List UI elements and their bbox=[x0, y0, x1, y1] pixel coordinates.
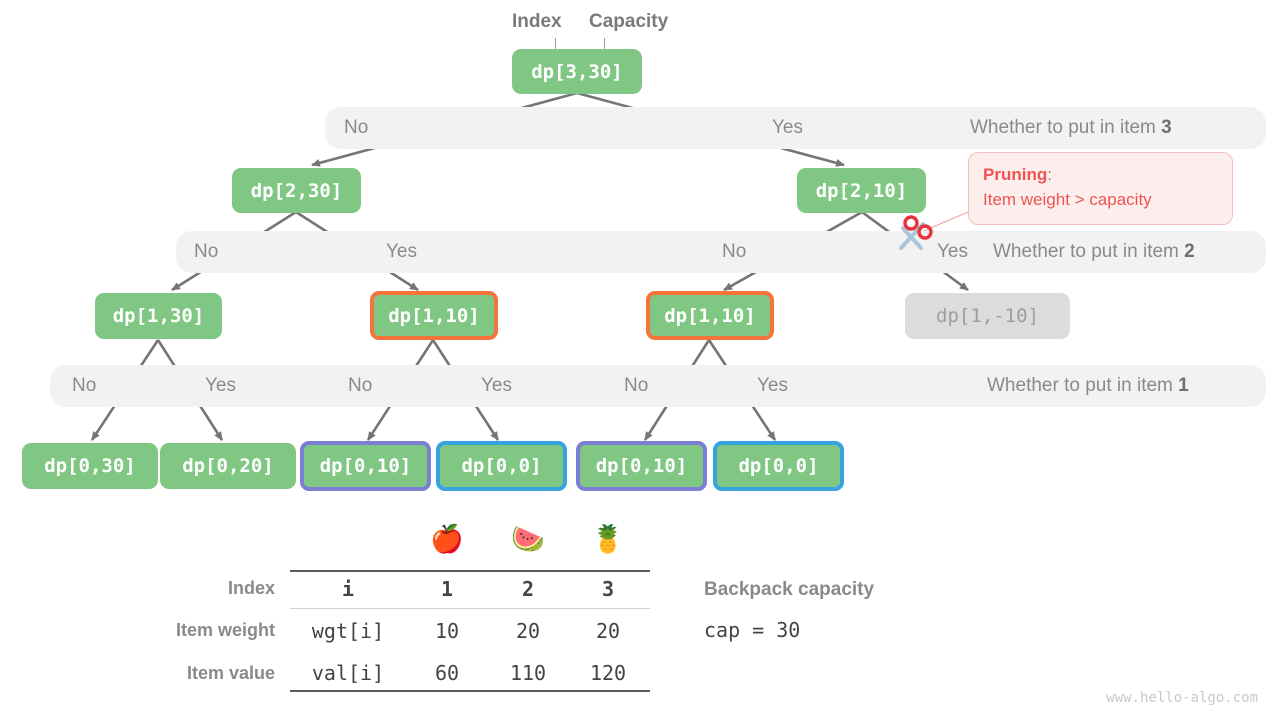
cell-name-wgt: wgt[i] bbox=[311, 619, 385, 643]
level-bar-item3 bbox=[325, 107, 1266, 149]
callout-index: Index bbox=[512, 11, 562, 32]
node-dp-1-neg10-pruned: dp[1,-10] bbox=[905, 293, 1070, 339]
level1-yes-label: Yes bbox=[205, 375, 236, 396]
level2-yes2-label: Yes bbox=[937, 241, 968, 262]
watermark: www.hello-algo.com bbox=[1106, 690, 1258, 706]
scissors-icon bbox=[899, 215, 933, 250]
leaf-dp-0-0-b[interactable]: dp[0,0] bbox=[713, 441, 844, 491]
node-dp-2-30[interactable]: dp[2,30] bbox=[232, 168, 361, 213]
node-dp-2-10[interactable]: dp[2,10] bbox=[797, 168, 926, 213]
table-rule-mid bbox=[290, 608, 650, 609]
level2-question: Whether to put in item 2 bbox=[993, 241, 1195, 262]
level1-no3-label: No bbox=[624, 375, 649, 396]
pruning-title: Pruning: bbox=[983, 165, 1052, 184]
leaf-dp-0-20[interactable]: dp[0,20] bbox=[160, 443, 296, 489]
callout-capacity: Capacity bbox=[589, 11, 669, 32]
item-emoji-apple: 🍎 bbox=[430, 524, 464, 554]
level2-no-label: No bbox=[194, 241, 219, 262]
level1-no2-label: No bbox=[348, 375, 373, 396]
row-label-index: Index bbox=[227, 578, 275, 598]
level1-no-label: No bbox=[72, 375, 97, 396]
cell-index-2: 2 bbox=[521, 577, 535, 601]
cell-name-val: val[i] bbox=[311, 661, 385, 685]
level3-no-label: No bbox=[344, 117, 369, 138]
level1-yes3-label: Yes bbox=[757, 375, 788, 396]
cell-index-1: 1 bbox=[440, 577, 454, 601]
level1-question: Whether to put in item 1 bbox=[987, 375, 1189, 396]
cell-value-2: 110 bbox=[509, 661, 547, 685]
level3-question: Whether to put in item 3 bbox=[970, 117, 1172, 138]
callout-capacity-tick bbox=[604, 38, 605, 56]
cell-value-1: 60 bbox=[434, 661, 460, 685]
level1-yes2-label: Yes bbox=[481, 375, 512, 396]
leaf-dp-0-10-b[interactable]: dp[0,10] bbox=[576, 441, 707, 491]
level3-yes-label: Yes bbox=[772, 117, 803, 138]
node-dp-1-10-left[interactable]: dp[1,10] bbox=[370, 291, 498, 340]
node-dp-1-30[interactable]: dp[1,30] bbox=[95, 293, 222, 339]
cell-value-3: 120 bbox=[589, 661, 627, 685]
leaf-dp-0-30[interactable]: dp[0,30] bbox=[22, 443, 158, 489]
cell-name-i: i bbox=[341, 577, 355, 601]
callout-index-tick bbox=[555, 38, 556, 56]
cell-weight-1: 10 bbox=[434, 619, 460, 643]
level2-no2-label: No bbox=[722, 241, 747, 262]
node-dp-1-10-right[interactable]: dp[1,10] bbox=[646, 291, 774, 340]
level-bar-item1 bbox=[50, 365, 1266, 407]
level-bar-item2 bbox=[176, 231, 1266, 273]
node-dp-3-30[interactable]: dp[3,30] bbox=[512, 49, 642, 94]
item-emoji-pineapple: 🍍 bbox=[591, 524, 625, 554]
level2-yes-label: Yes bbox=[386, 241, 417, 262]
cell-index-3: 3 bbox=[601, 577, 615, 601]
leaf-dp-0-0-a[interactable]: dp[0,0] bbox=[436, 441, 567, 491]
table-rule-top bbox=[290, 570, 650, 572]
pruning-reason: Item weight > capacity bbox=[983, 190, 1152, 209]
pruning-annotation: Pruning: Item weight > capacity bbox=[968, 152, 1233, 225]
item-emoji-watermelon: 🍉 bbox=[511, 524, 545, 554]
row-label-item-weight: Item weight bbox=[175, 620, 275, 640]
row-label-item-value: Item value bbox=[186, 663, 275, 683]
cell-weight-3: 20 bbox=[595, 619, 621, 643]
backpack-capacity-value: cap = 30 bbox=[704, 618, 801, 642]
backpack-capacity-title: Backpack capacity bbox=[704, 579, 875, 600]
table-rule-bottom bbox=[290, 690, 650, 692]
cell-weight-2: 20 bbox=[515, 619, 541, 643]
leaf-dp-0-10-a[interactable]: dp[0,10] bbox=[300, 441, 431, 491]
